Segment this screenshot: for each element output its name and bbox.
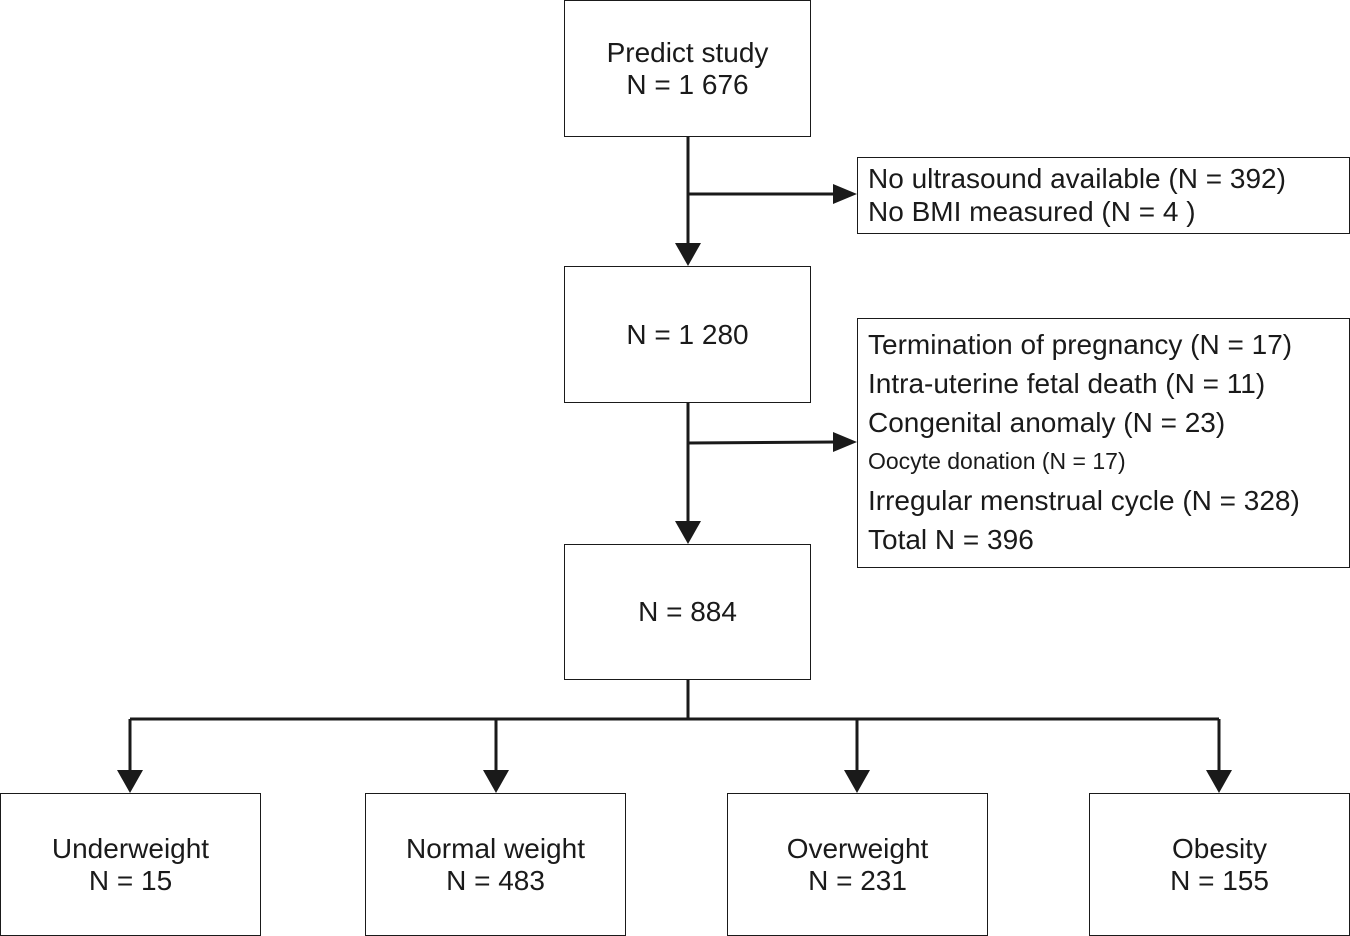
group-box-normal-weight: Normal weight N = 483	[365, 793, 626, 936]
group-box-obesity: Obesity N = 155	[1089, 793, 1350, 936]
study-title: Predict study	[606, 36, 769, 68]
group-box-overweight: Overweight N = 231	[727, 793, 988, 936]
arrowhead-mid-to-lower	[675, 521, 701, 544]
arrowhead-exclusion-2	[833, 432, 857, 452]
arrowhead-obesity	[1206, 770, 1232, 793]
exclusion-item: Irregular menstrual cycle (N = 328)	[868, 485, 1300, 516]
group-label: Overweight	[786, 832, 929, 864]
arrowhead-underweight	[117, 770, 143, 793]
group-label: Underweight	[51, 832, 210, 864]
arrowhead-overweight	[844, 770, 870, 793]
group-count: N = 231	[808, 864, 907, 896]
group-label: Obesity	[1172, 832, 1267, 864]
study-count: N = 1 676	[626, 68, 749, 100]
included-box: N = 884	[564, 544, 811, 680]
exclusion-item: No BMI measured (N = 4 )	[868, 196, 1196, 227]
group-box-underweight: Underweight N = 15	[0, 793, 261, 936]
exclusion-box-1: No ultrasound available (N = 392) No BMI…	[857, 157, 1350, 234]
included-count: N = 884	[638, 596, 737, 627]
eligible-box: N = 1 280	[564, 266, 811, 403]
exclusion-item: Termination of pregnancy (N = 17)	[868, 329, 1293, 360]
arrow-to-exclusion-2	[687, 440, 837, 445]
arrowhead-top-to-mid	[675, 243, 701, 266]
exclusion-total: Total N = 396	[868, 524, 1034, 555]
group-count: N = 155	[1170, 864, 1269, 896]
arrowhead-exclusion-1	[833, 184, 857, 204]
eligible-count: N = 1 280	[626, 318, 749, 350]
group-label: Normal weight	[406, 832, 585, 864]
exclusion-item: Intra-uterine fetal death (N = 11)	[868, 368, 1266, 399]
exclusion-box-2: Termination of pregnancy (N = 17) Intra-…	[857, 318, 1350, 568]
exclusion-item: Oocyte donation (N = 17)	[868, 448, 1126, 474]
exclusion-item: Congenital anomaly (N = 23)	[868, 407, 1226, 438]
arrowhead-normal	[483, 770, 509, 793]
group-count: N = 15	[88, 864, 173, 896]
study-box: Predict study N = 1 676	[564, 0, 811, 137]
exclusion-item: No ultrasound available (N = 392)	[868, 163, 1286, 194]
group-count: N = 483	[446, 864, 545, 896]
